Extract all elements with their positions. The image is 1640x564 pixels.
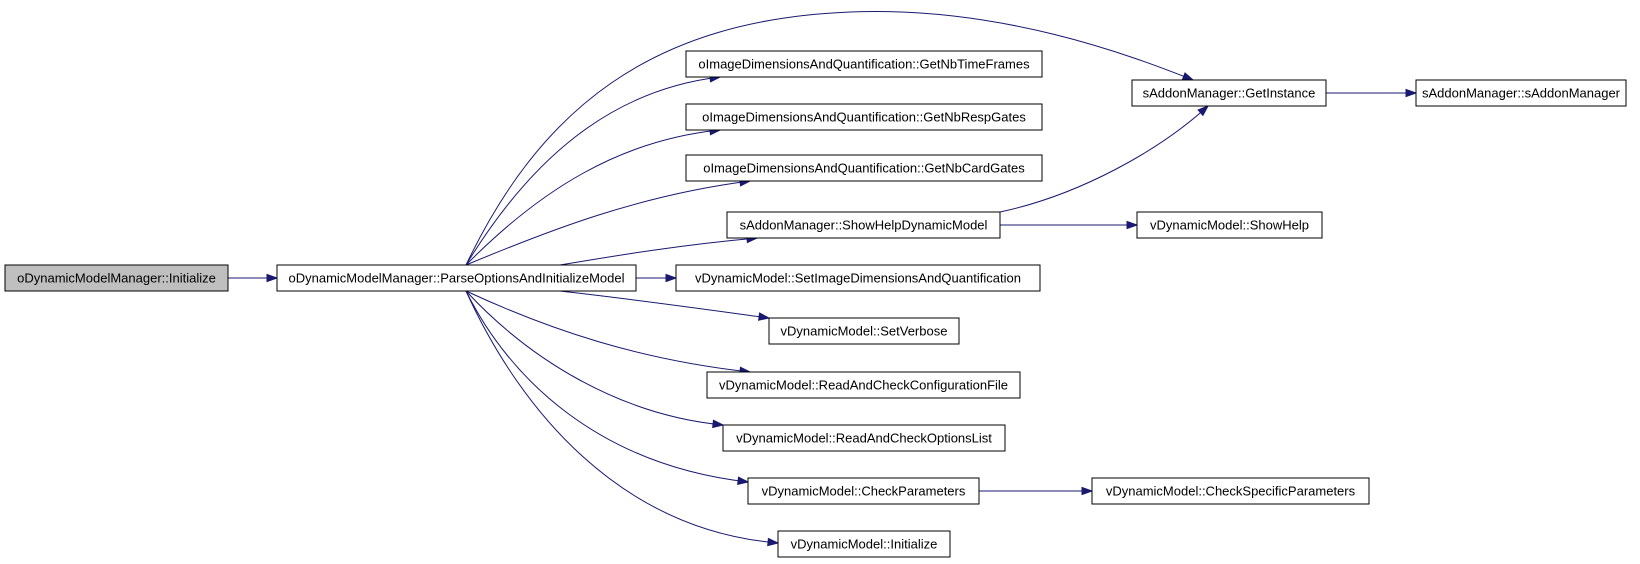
node-n9[interactable]: vDynamicModel::ReadAndCheckConfiguration… — [706, 371, 1021, 399]
edge-n1-to-n10 — [465, 290, 725, 429]
node-box — [1131, 79, 1327, 107]
node-box — [276, 264, 637, 292]
node-box — [685, 154, 1043, 182]
edge-line — [999, 105, 1209, 213]
edge-line — [465, 290, 751, 373]
edge-line — [559, 290, 770, 319]
arrowhead — [712, 419, 725, 429]
node-box — [747, 477, 980, 505]
node-label: oDynamicModelManager::ParseOptionsAndIni… — [288, 271, 624, 286]
edge-n1-to-n8 — [559, 290, 771, 321]
node-box — [1091, 477, 1370, 505]
node-n4[interactable]: oImageDimensionsAndQuantification::GetNb… — [685, 103, 1043, 131]
node-box — [4, 264, 229, 292]
edge-line — [465, 180, 751, 266]
node-box — [675, 264, 1041, 292]
node-box — [685, 103, 1043, 131]
node-n6[interactable]: sAddonManager::ShowHelpDynamicModel — [726, 211, 1001, 239]
edge-n1-to-n7 — [636, 273, 678, 283]
arrowhead — [737, 476, 750, 485]
arrowhead — [1197, 105, 1210, 117]
node-label: vDynamicModel::ShowHelp — [1150, 218, 1309, 233]
arrowhead — [1405, 88, 1418, 98]
edge-n1-to-n11 — [465, 290, 750, 485]
node-box — [1415, 79, 1627, 107]
arrowhead — [1126, 220, 1139, 230]
edge-line — [465, 129, 721, 266]
edge-n1-to-n6 — [559, 234, 759, 266]
node-n7[interactable]: vDynamicModel::SetImageDimensionsAndQuan… — [675, 264, 1041, 292]
node-n5[interactable]: oImageDimensionsAndQuantification::GetNb… — [685, 154, 1043, 182]
nodes-layer: oDynamicModelManager::Initialize oDynamic… — [4, 50, 1627, 558]
node-box — [777, 530, 951, 558]
edge-n6-to-n2 — [999, 105, 1210, 213]
node-box — [768, 317, 960, 345]
edge-n1-to-n9 — [465, 290, 752, 376]
node-label: sAddonManager::ShowHelpDynamicModel — [740, 218, 988, 233]
arrowhead — [758, 312, 771, 321]
node-label: sAddonManager::sAddonManager — [1422, 86, 1621, 101]
edge-line — [465, 10, 1194, 266]
node-label: vDynamicModel::SetImageDimensionsAndQuan… — [695, 271, 1021, 286]
node-box — [722, 424, 1006, 452]
node-box — [726, 211, 1001, 239]
node-label: vDynamicModel::CheckSpecificParameters — [1106, 484, 1356, 499]
node-n14[interactable]: vDynamicModel::ShowHelp — [1136, 211, 1323, 239]
node-label: vDynamicModel::ReadAndCheckConfiguration… — [719, 378, 1008, 393]
node-n8[interactable]: vDynamicModel::SetVerbose — [768, 317, 960, 345]
node-label: oImageDimensionsAndQuantification::GetNb… — [702, 110, 1026, 125]
edge-n2-to-n13 — [1326, 88, 1418, 98]
node-box — [685, 50, 1043, 78]
node-label: vDynamicModel::SetVerbose — [781, 324, 948, 339]
edge-n11-to-n15 — [979, 486, 1094, 496]
node-box — [1136, 211, 1323, 239]
node-n0[interactable]: oDynamicModelManager::Initialize — [4, 264, 229, 292]
node-n12[interactable]: vDynamicModel::Initialize — [777, 530, 951, 558]
node-label: oDynamicModelManager::Initialize — [17, 271, 216, 286]
arrowhead — [1081, 486, 1094, 496]
node-label: oImageDimensionsAndQuantification::GetNb… — [698, 57, 1030, 72]
node-n1[interactable]: oDynamicModelManager::ParseOptionsAndIni… — [276, 264, 637, 292]
edge-line — [465, 290, 724, 426]
node-label: vDynamicModel::Initialize — [791, 537, 938, 552]
edge-line — [559, 237, 758, 266]
edge-n0-to-n1 — [228, 273, 279, 283]
edge-n1-to-n5 — [465, 178, 752, 266]
edge-n1-to-n12 — [465, 290, 780, 547]
edge-n1-to-n3 — [465, 74, 722, 266]
node-n13[interactable]: sAddonManager::sAddonManager — [1415, 79, 1627, 107]
node-n3[interactable]: oImageDimensionsAndQuantification::GetNb… — [685, 50, 1043, 78]
node-n10[interactable]: vDynamicModel::ReadAndCheckOptionsList — [722, 424, 1006, 452]
node-label: vDynamicModel::CheckParameters — [762, 484, 966, 499]
node-label: sAddonManager::GetInstance — [1143, 86, 1316, 101]
node-box — [706, 371, 1021, 399]
arrowhead — [1181, 72, 1195, 81]
node-n11[interactable]: vDynamicModel::CheckParameters — [747, 477, 980, 505]
arrowhead — [266, 273, 279, 283]
edge-line — [465, 290, 749, 483]
edge-line — [465, 76, 721, 266]
node-n15[interactable]: vDynamicModel::CheckSpecificParameters — [1091, 477, 1370, 505]
node-n2[interactable]: sAddonManager::GetInstance — [1131, 79, 1327, 107]
arrowhead — [767, 537, 780, 547]
node-label: vDynamicModel::ReadAndCheckOptionsList — [736, 431, 992, 446]
node-label: oImageDimensionsAndQuantification::GetNb… — [703, 161, 1025, 176]
edge-line — [465, 290, 779, 544]
arrowhead — [665, 273, 678, 283]
edge-n6-to-n14 — [1000, 220, 1139, 230]
